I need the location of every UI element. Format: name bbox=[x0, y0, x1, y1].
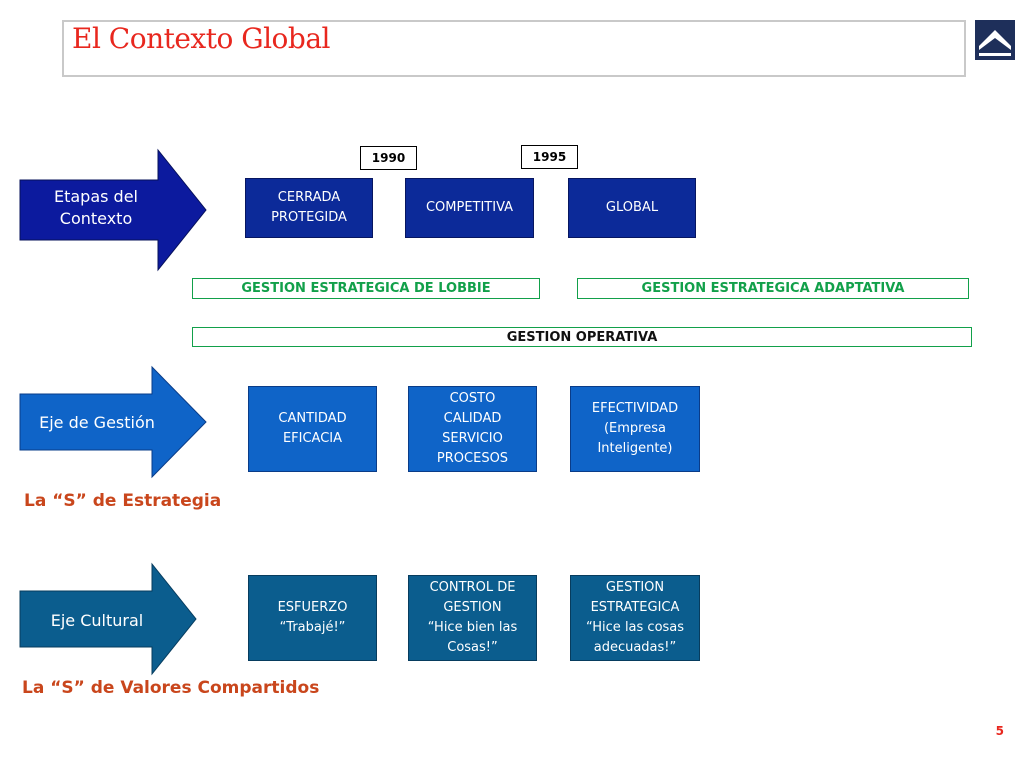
caption-estrategia: La “S” de Estrategia bbox=[24, 491, 222, 511]
gestion-costo-calidad: COSTO CALIDAD SERVICIO PROCESOS bbox=[408, 386, 537, 472]
logo-icon bbox=[975, 20, 1015, 60]
page-number: 5 bbox=[995, 724, 1004, 738]
year-1990: 1990 bbox=[360, 146, 417, 170]
year-1995: 1995 bbox=[521, 145, 578, 169]
stage-competitiva: COMPETITIVA bbox=[405, 178, 534, 238]
band-lobbie: GESTION ESTRATEGICA DE LOBBIE bbox=[192, 278, 540, 299]
gestion-efectividad: EFECTIVIDAD (Empresa Inteligente) bbox=[570, 386, 700, 472]
arrow-eje-gestion-label: Eje de Gestión bbox=[39, 413, 155, 432]
band-adaptativa: GESTION ESTRATEGICA ADAPTATIVA bbox=[577, 278, 969, 299]
band-operativa: GESTION OPERATIVA bbox=[192, 327, 972, 347]
title-frame bbox=[62, 20, 966, 77]
arrow-etapas bbox=[19, 148, 207, 272]
cultural-esfuerzo: ESFUERZO “Trabajé!” bbox=[248, 575, 377, 661]
cultural-control-gestion: CONTROL DE GESTION “Hice bien las Cosas!… bbox=[408, 575, 537, 661]
stage-cerrada-protegida: CERRADA PROTEGIDA bbox=[245, 178, 373, 238]
gestion-cantidad-eficacia: CANTIDAD EFICACIA bbox=[248, 386, 377, 472]
stage-global: GLOBAL bbox=[568, 178, 696, 238]
arrow-eje-cultural bbox=[19, 562, 197, 676]
arrow-etapas-label: Etapas del Contexto bbox=[53, 187, 138, 228]
arrow-eje-cultural-label: Eje Cultural bbox=[50, 611, 144, 630]
page-title: El Contexto Global bbox=[72, 22, 330, 55]
caption-valores-compartidos: La “S” de Valores Compartidos bbox=[22, 678, 320, 698]
arrow-eje-gestion bbox=[19, 365, 207, 479]
cultural-gestion-estrategica: GESTION ESTRATEGICA “Hice las cosas adec… bbox=[570, 575, 700, 661]
